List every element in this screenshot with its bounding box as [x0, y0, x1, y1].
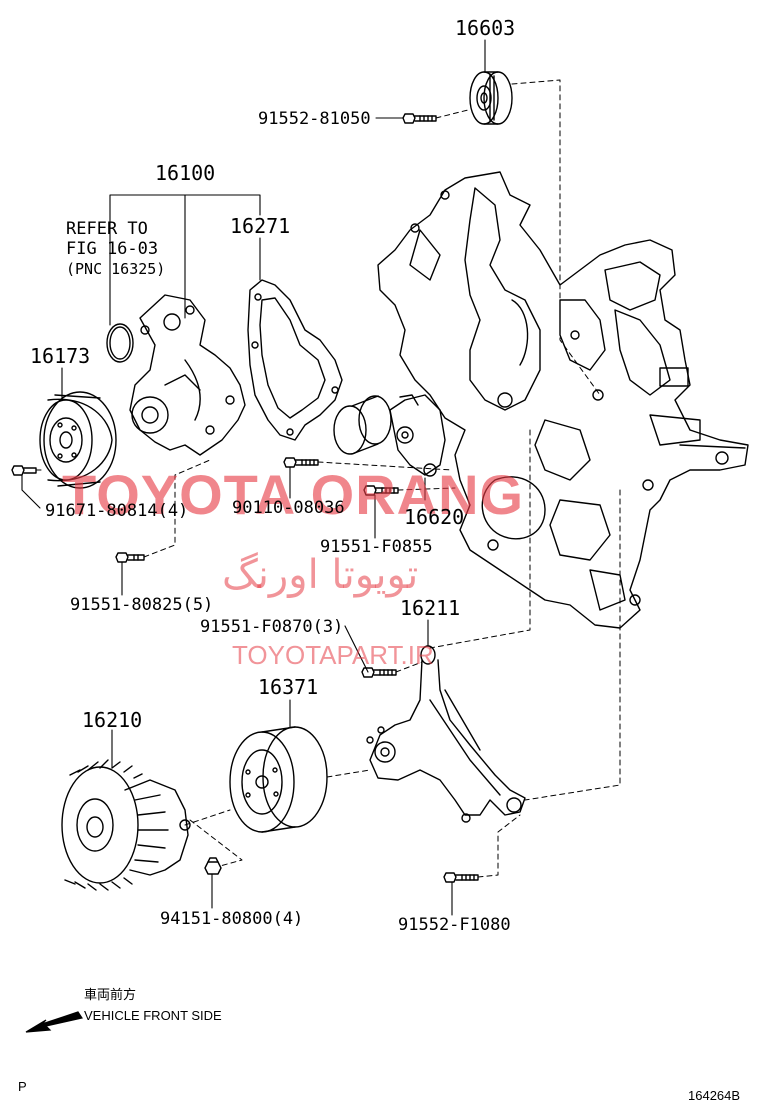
nut-94151 — [204, 857, 222, 875]
footer-left: P — [18, 1079, 27, 1094]
label-16100: 16100 — [155, 161, 216, 185]
bracket-16211 — [366, 645, 526, 823]
label-16620: 16620 — [404, 505, 465, 529]
front-side-english: VEHICLE FRONT SIDE — [84, 1008, 222, 1023]
leader-lines — [21, 39, 486, 916]
o-ring — [106, 323, 134, 363]
label-16211: 16211 — [400, 596, 461, 620]
label-91552-81050: 91552-81050 — [258, 109, 371, 129]
bolt-91551-80825 — [115, 552, 145, 563]
label-16210: 16210 — [82, 708, 143, 732]
watermark-url: TOYOTAPART.IR — [232, 640, 434, 670]
bolt-91552-f1080 — [443, 872, 479, 883]
watermark-farsi: تویوتا اورنگ — [222, 552, 419, 598]
arrow-icon — [25, 1011, 83, 1033]
gasket-16271 — [247, 279, 343, 441]
refer-line-2: FIG 16-03 — [66, 239, 159, 259]
label-91551-f0870: 91551-F0870(3) — [200, 617, 344, 637]
refer-line-3: (PNC 16325) — [66, 260, 166, 278]
watermark-main: TOYOTA ORANG — [62, 463, 525, 526]
label-16603: 16603 — [455, 16, 516, 40]
reference-lines — [35, 79, 621, 878]
label-91671-80814: 91671-80814(4) — [45, 501, 189, 521]
pulley-16371 — [229, 726, 328, 833]
idler-pulley-16603 — [469, 71, 513, 125]
label-90110-08036: 90110-08036 — [232, 498, 345, 518]
tensioner-16620 — [333, 394, 446, 477]
label-94151-80800: 94151-80800(4) — [160, 909, 304, 929]
bolt-91551-f0870 — [361, 667, 397, 678]
fan-clutch-16210 — [61, 759, 191, 891]
pulley-16173 — [39, 391, 117, 489]
refer-line-1: REFER TO — [66, 219, 148, 239]
label-16173: 16173 — [30, 344, 91, 368]
front-side-japanese: 車両前方 — [84, 988, 137, 1003]
label-91551-80825: 91551-80825(5) — [70, 595, 214, 615]
diagram-code: 164264B — [688, 1088, 741, 1103]
label-91551-f0855: 91551-F0855 — [320, 537, 433, 557]
label-16371: 16371 — [258, 675, 319, 699]
water-pump-16100 — [129, 294, 246, 456]
engine-block — [377, 171, 749, 629]
bolt-91552-81050 — [402, 113, 437, 124]
label-91552-f1080: 91552-F1080 — [398, 915, 511, 935]
label-16271: 16271 — [230, 214, 291, 238]
bolt-91671 — [11, 465, 37, 476]
